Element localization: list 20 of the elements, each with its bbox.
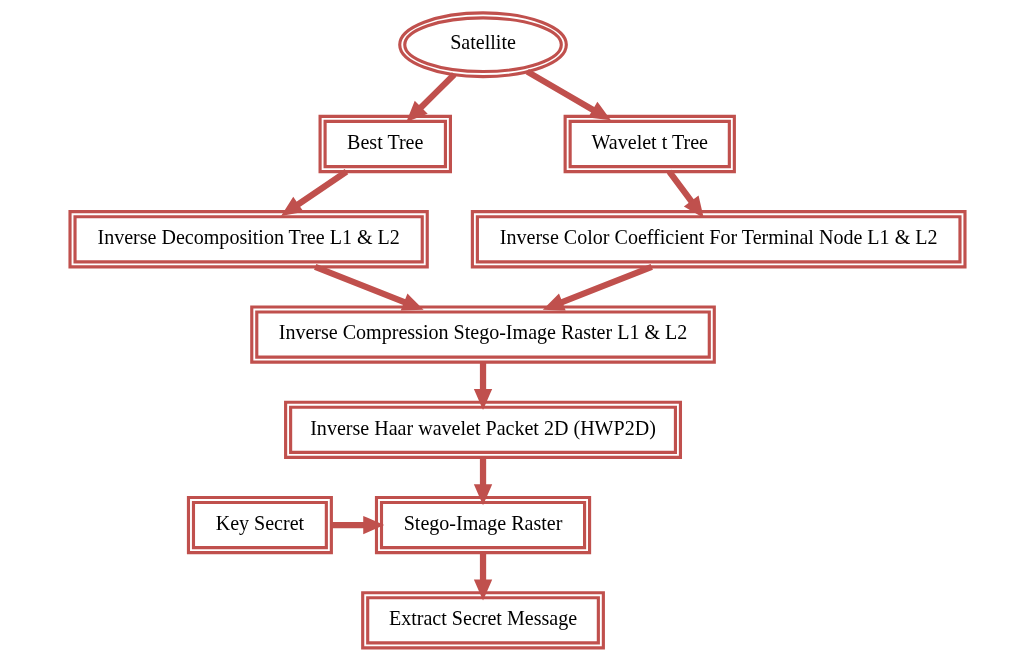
node-box: Inverse Haar wavelet Packet 2D (HWP2D) (283, 400, 682, 459)
arrow (525, 68, 611, 121)
arrow (473, 552, 492, 601)
arrow (542, 263, 653, 311)
arrow (666, 169, 704, 218)
node-box: Extract Secret Message (360, 591, 605, 650)
arrow (473, 362, 492, 410)
node-box: Inverse Decomposition Tree L1 & L2 (67, 210, 429, 269)
node-box: Key Secret (186, 495, 333, 555)
node-ellipse: Satellite (397, 11, 568, 79)
node-box: Inverse Color Coefficient For Terminal Node L1 & L2 (470, 210, 967, 269)
node-box: Stego-Image Raster (374, 495, 591, 555)
arrow (330, 515, 384, 535)
arrow (313, 263, 424, 311)
node-box: Wavelet t Tree (563, 114, 736, 174)
node-box: Best Tree (318, 114, 452, 174)
node-box: Inverse Compression Stego-Image Raster L1 & L2 (249, 305, 716, 364)
arrow (405, 72, 456, 122)
arrow (280, 169, 348, 216)
arrow (473, 457, 492, 506)
